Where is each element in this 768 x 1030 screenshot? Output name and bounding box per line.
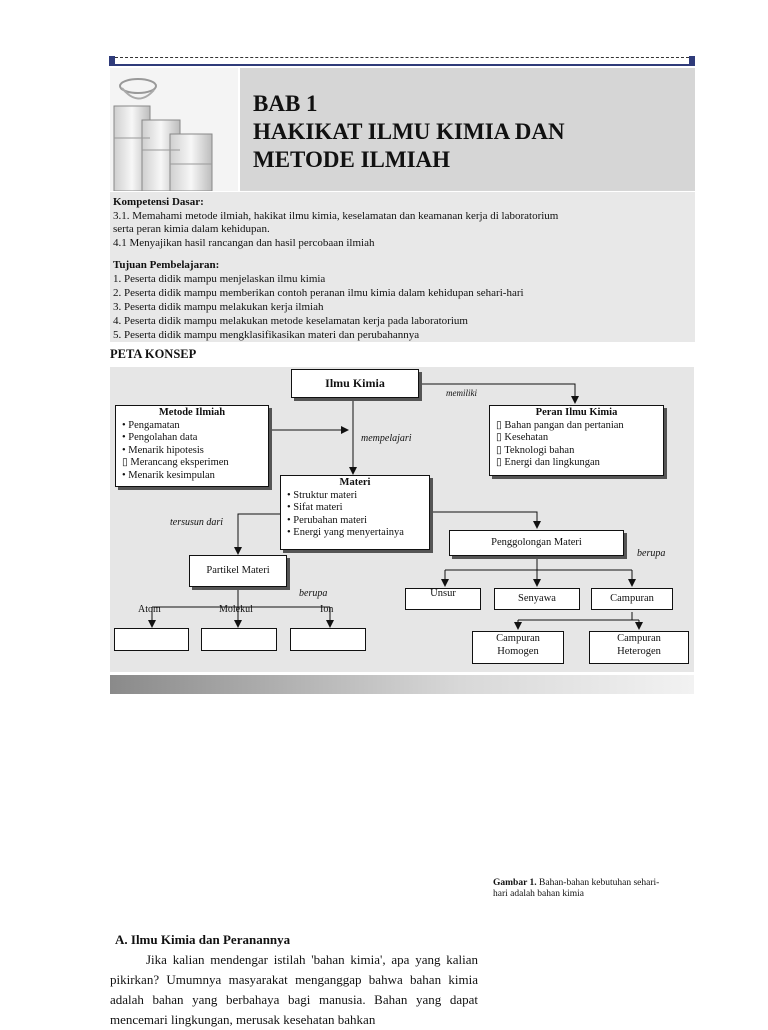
metode-ilmiah-title: Metode Ilmiah (116, 407, 268, 420)
border-cap-right (689, 56, 695, 66)
penggolongan-materi-box: Penggolongan Materi (449, 530, 624, 556)
metode-item: • Menarik hipotesis (122, 445, 268, 458)
border-cap-left (109, 56, 115, 66)
concept-map: Ilmu Kimia memiliki Metode Ilmiah • Peng… (110, 367, 694, 672)
memiliki-label: memiliki (446, 388, 477, 398)
peran-item: ▯ Teknologi bahan (496, 445, 663, 458)
top-decorative-border (110, 57, 694, 66)
tujuan-item: 4. Peserta didik mampu melakukan metode … (113, 314, 468, 328)
section-heading: A. Ilmu Kimia dan Peranannya (115, 932, 290, 948)
metode-item: • Menarik kesimpulan (122, 470, 268, 483)
peran-title: Peran Ilmu Kimia (490, 407, 663, 420)
materi-item: • Energi yang menyertainya (287, 527, 429, 540)
berupa-label-left: berupa (299, 588, 327, 599)
molekul-label: Molekul (219, 604, 253, 615)
body-paragraph: Jika kalian mendengar istilah 'bahan kim… (110, 950, 478, 1030)
atom-answer-box (114, 628, 189, 651)
materi-item: • Sifat materi (287, 502, 429, 515)
tujuan-item: 5. Peserta didik mampu mengklasifikasika… (113, 328, 419, 342)
berupa-label-right: berupa (637, 548, 665, 559)
metode-ilmiah-box: Metode Ilmiah • Pengamatan • Pengolahan … (115, 405, 269, 487)
tujuan-item: 3. Peserta didik mampu melakukan kerja i… (113, 300, 323, 314)
senyawa-box: Senyawa (494, 588, 580, 610)
kompetensi-line-1: 3.1. Memahami metode ilmiah, hakikat ilm… (113, 209, 558, 223)
ion-answer-box (290, 628, 366, 651)
kompetensi-line-3: 4.1 Menyajikan hasil rancangan dan hasil… (113, 236, 374, 250)
materi-title: Materi (281, 477, 429, 490)
molekul-answer-box (201, 628, 277, 651)
peran-ilmu-kimia-box: Peran Ilmu Kimia ▯ Bahan pangan dan pert… (489, 405, 664, 476)
ilmu-kimia-box: Ilmu Kimia (291, 369, 419, 398)
peran-item: ▯ Energi dan lingkungan (496, 457, 663, 470)
campuran-box: Campuran (591, 588, 673, 610)
section-divider-gradient (110, 675, 694, 694)
campuran-homogen-box: Campuran Homogen (472, 631, 564, 664)
atom-label: Atom (138, 604, 161, 615)
tujuan-item: 2. Peserta didik mampu memberikan contoh… (113, 286, 524, 300)
kompetensi-heading: Kompetensi Dasar: (113, 195, 204, 209)
chapter-title-line-1: HAKIKAT ILMU KIMIA DAN (253, 118, 565, 145)
campuran-homogen-line-2: Homogen (473, 645, 563, 658)
partikel-materi-box: Partikel Materi (189, 555, 287, 587)
metode-item: • Pengamatan (122, 420, 268, 433)
figure-caption-text-1: Bahan-bahan kebutuhan sehari- (537, 878, 660, 888)
tersusun-dari-label: tersusun dari (170, 517, 223, 528)
campuran-heterogen-line-1: Campuran (590, 632, 688, 645)
campuran-homogen-line-1: Campuran (473, 632, 563, 645)
materi-box: Materi • Struktur materi • Sifat materi … (280, 475, 430, 550)
materi-item: • Struktur materi (287, 490, 429, 503)
chapter-number: BAB 1 (253, 90, 318, 117)
tujuan-heading: Tujuan Pembelajaran: (113, 258, 219, 272)
figure-caption: Gambar 1. Bahan-bahan kebutuhan sehari- … (493, 878, 698, 900)
peta-konsep-label: PETA KONSEP (110, 347, 196, 362)
tujuan-item: 1. Peserta didik mampu menjelaskan ilmu … (113, 272, 325, 286)
peran-item: ▯ Bahan pangan dan pertanian (496, 420, 663, 433)
figure-label: Gambar 1. (493, 878, 537, 888)
kompetensi-line-2: serta peran kimia dalam kehidupan. (113, 222, 270, 236)
metode-item: • Pengolahan data (122, 432, 268, 445)
materi-item: • Perubahan materi (287, 515, 429, 528)
body-paragraph-text: Jika kalian mendengar istilah 'bahan kim… (110, 950, 478, 1030)
ion-label: Ion (320, 604, 333, 615)
campuran-heterogen-box: Campuran Heterogen (589, 631, 689, 664)
mempelajari-label: mempelajari (361, 433, 412, 444)
campuran-heterogen-line-2: Heterogen (590, 645, 688, 658)
peran-item: ▯ Kesehatan (496, 432, 663, 445)
unsur-box: Unsur (405, 588, 481, 610)
metode-item: ▯ Merancang eksperimen (122, 457, 268, 470)
chapter-title-line-2: METODE ILMIAH (253, 146, 450, 173)
figure-caption-text-2: hari adalah bahan kimia (493, 889, 584, 899)
beakers-illustration (110, 68, 238, 191)
